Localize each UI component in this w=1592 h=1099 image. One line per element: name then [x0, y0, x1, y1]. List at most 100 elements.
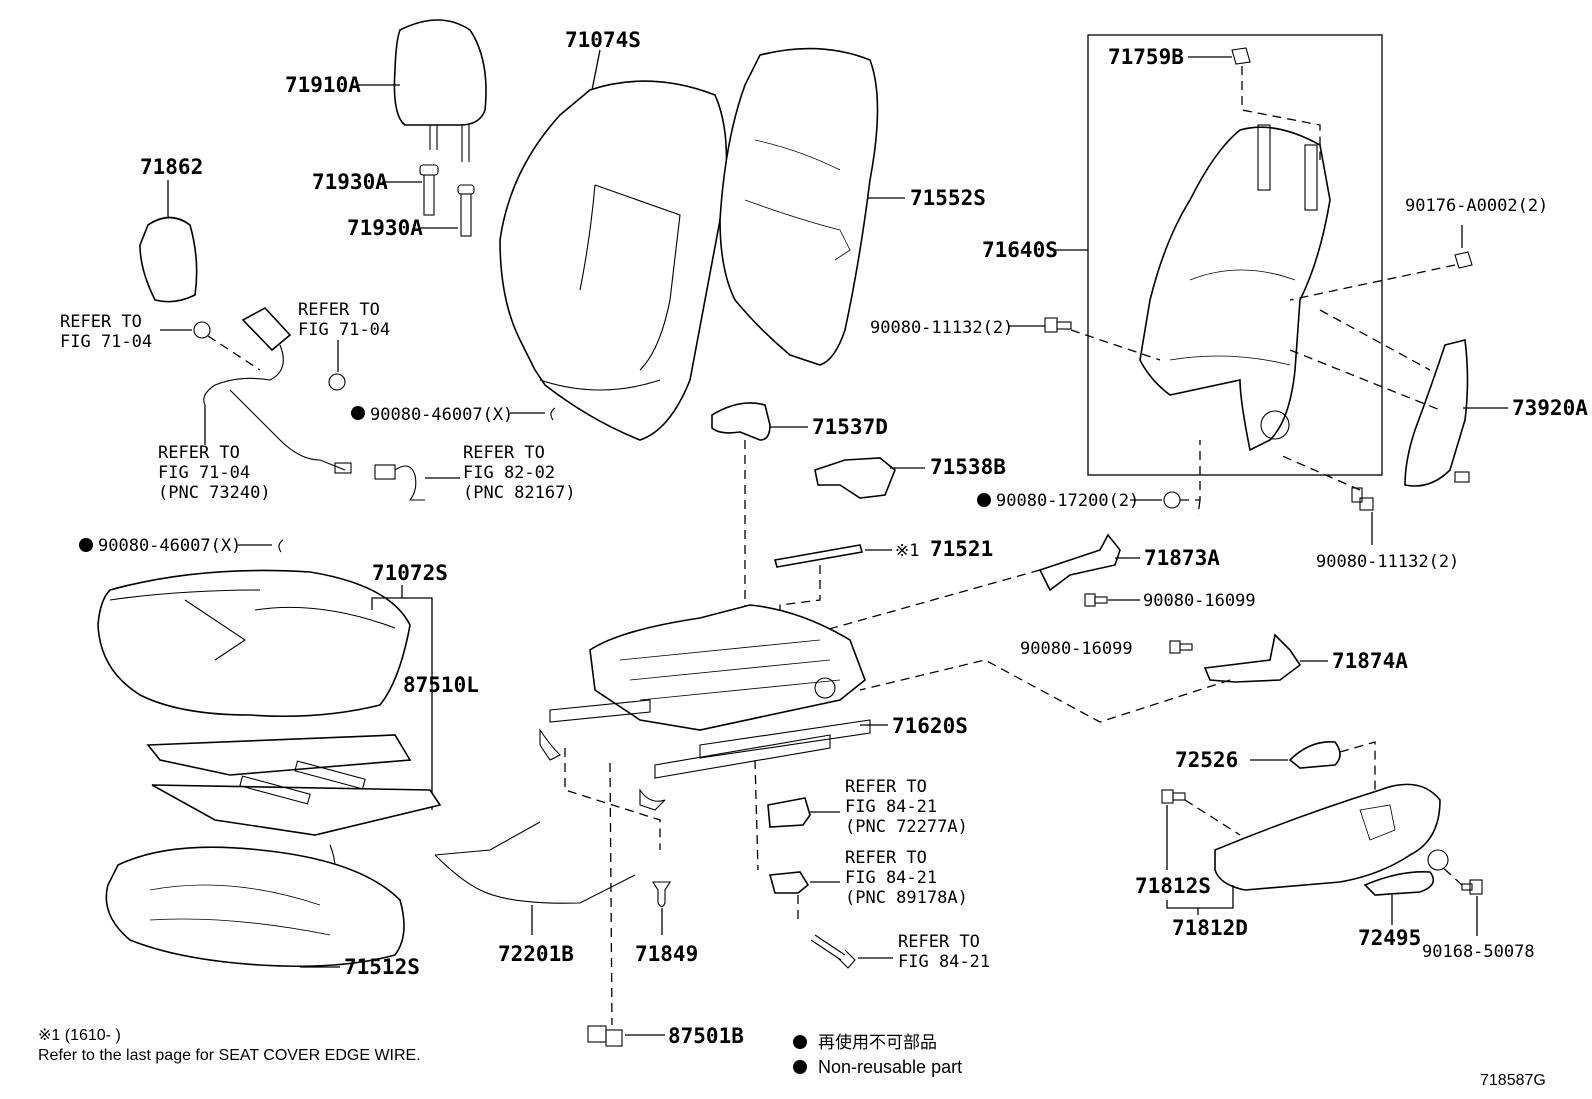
harness-82167-drawing: [374, 464, 425, 501]
label-71521: 71521: [930, 537, 993, 561]
label-71812D: 71812D: [1172, 916, 1248, 940]
label-71538B: 71538B: [930, 455, 1006, 479]
label-71072S: 71072S: [372, 561, 448, 585]
label-90080-11132-a: 90080-11132(2): [870, 318, 1013, 338]
nonreusable-dot-46007-a: [351, 406, 365, 420]
ref3-line3: (PNC 73240): [158, 483, 271, 503]
ref3-line1: REFER TO: [158, 443, 240, 463]
ref5-line1: REFER TO: [845, 777, 927, 797]
label-90080-17200: 90080-17200(2): [996, 491, 1139, 511]
bolt-90080-11132-right: [1351, 487, 1374, 511]
bolt-90080-11132-left: [1044, 317, 1072, 333]
label-71640S: 71640S: [982, 238, 1058, 262]
legend-en: Non-reusable part: [818, 1057, 962, 1077]
label-71930A-1: 71930A: [312, 170, 388, 194]
legend-dot-en: [793, 1060, 807, 1074]
ref4-line3: (PNC 82167): [463, 483, 576, 503]
label-73920A: 73920A: [1512, 396, 1588, 420]
side-cover-73920A-drawing: [1404, 339, 1470, 487]
label-71537D: 71537D: [812, 415, 888, 439]
cover-72495-drawing: [1363, 870, 1435, 896]
seatback-cover-drawing: [499, 80, 728, 441]
ref6-line1: REFER TO: [845, 848, 927, 868]
wire-72201B-drawing: [434, 821, 636, 904]
seatback-frame-drawing: [1139, 124, 1331, 452]
label-71930A-2: 71930A: [347, 216, 423, 240]
label-71759B: 71759B: [1108, 45, 1184, 69]
cap-71759B-drawing: [1231, 47, 1251, 65]
ref5-line3: (PNC 72277A): [845, 817, 968, 837]
seat-heater-mat-drawing: [146, 734, 442, 895]
label-90080-16099-a: 90080-16099: [1143, 591, 1256, 611]
seat-cushion-cover-drawing: [97, 569, 411, 718]
ref7-line2: FIG 84-21: [898, 952, 990, 972]
connector-87501B-drawing: [587, 1025, 623, 1047]
bolt-ref7-drawing: [810, 934, 856, 969]
label-71874A: 71874A: [1332, 649, 1408, 673]
cover-71873A-drawing: [1038, 533, 1121, 592]
label-72495: 72495: [1358, 926, 1421, 950]
ref4-line1: REFER TO: [463, 443, 545, 463]
seatback-pad-drawing: [719, 47, 879, 366]
ref4-line2: FIG 82-02: [463, 463, 555, 483]
cover-71874A-drawing: [1203, 633, 1302, 683]
label-71512S: 71512S: [344, 955, 420, 979]
ref6-line3: (PNC 89178A): [845, 888, 968, 908]
nut-90176-drawing: [1454, 251, 1473, 269]
side-shield-71812-drawing: [1214, 783, 1449, 891]
nut-ref1-drawing: [193, 321, 211, 339]
side-cover-71862-drawing: [139, 216, 198, 303]
ref3-line2: FIG 71-04: [158, 463, 250, 483]
headrest-guide-drawing: [419, 164, 475, 237]
clip-46007-b-drawing: [278, 539, 284, 553]
figure-id: 718587G: [1480, 1072, 1546, 1089]
bracket-71538B-drawing: [814, 457, 896, 499]
headrest-drawing: [393, 19, 487, 162]
seat-cushion-pad-drawing: [105, 846, 405, 968]
nonreusable-dot-17200: [977, 493, 991, 507]
ref1-line1: REFER TO: [60, 312, 142, 332]
legend-dot-jp: [793, 1035, 807, 1049]
ref5-line2: FIG 84-21: [845, 797, 937, 817]
label-87510L: 87510L: [403, 673, 479, 697]
label-71849: 71849: [635, 942, 698, 966]
label-71074S: 71074S: [565, 28, 641, 52]
label-90080-46007-a: 90080-46007(X): [370, 405, 513, 425]
bolt-90080-16099-a: [1084, 593, 1108, 607]
label-71873A: 71873A: [1144, 546, 1220, 570]
label-71552S: 71552S: [910, 186, 986, 210]
clip-46007-a-drawing: [550, 407, 556, 421]
label-72526: 72526: [1175, 748, 1238, 772]
bracket-71537D-drawing: [711, 402, 771, 441]
nonreusable-dot-46007-b: [79, 538, 93, 552]
ref6-line2: FIG 84-21: [845, 868, 937, 888]
bolt-90080-16099-b: [1169, 640, 1193, 654]
bolt-71812S-drawing: [1161, 789, 1186, 804]
edge-wire-71521-drawing: [773, 544, 864, 568]
footnote-mark: ※1 (1610- ): [38, 1027, 121, 1044]
ref7-line1: REFER TO: [898, 932, 980, 952]
ref1-line2: FIG 71-04: [60, 332, 152, 352]
label-71910A: 71910A: [285, 73, 361, 97]
label-71620S: 71620S: [892, 714, 968, 738]
footnote-text: Refer to the last page for SEAT COVER ED…: [38, 1047, 421, 1064]
frame-assembly-box: [1087, 34, 1383, 476]
label-90080-46007-b: 90080-46007(X): [98, 536, 241, 556]
ref2-line2: FIG 71-04: [298, 320, 390, 340]
label-71812S: 71812S: [1135, 874, 1211, 898]
ref2-line1: REFER TO: [298, 300, 380, 320]
label-71521-mark: ※1: [895, 541, 919, 561]
label-90080-16099-b: 90080-16099: [1020, 639, 1133, 659]
sensor-89178A-drawing: [768, 871, 810, 894]
label-71862: 71862: [140, 155, 203, 179]
label-90176: 90176-A0002(2): [1405, 196, 1548, 216]
bolt-90168-drawing: [1461, 879, 1483, 895]
legend-jp: 再使用不可部品: [818, 1032, 937, 1052]
label-90168: 90168-50078: [1422, 942, 1535, 962]
label-87501B: 87501B: [668, 1024, 744, 1048]
knob-72526-drawing: [1288, 741, 1341, 769]
seat-belt-buckle-drawing: [203, 306, 352, 474]
label-72201B: 72201B: [498, 942, 574, 966]
nut-17200-drawing: [1163, 491, 1181, 509]
